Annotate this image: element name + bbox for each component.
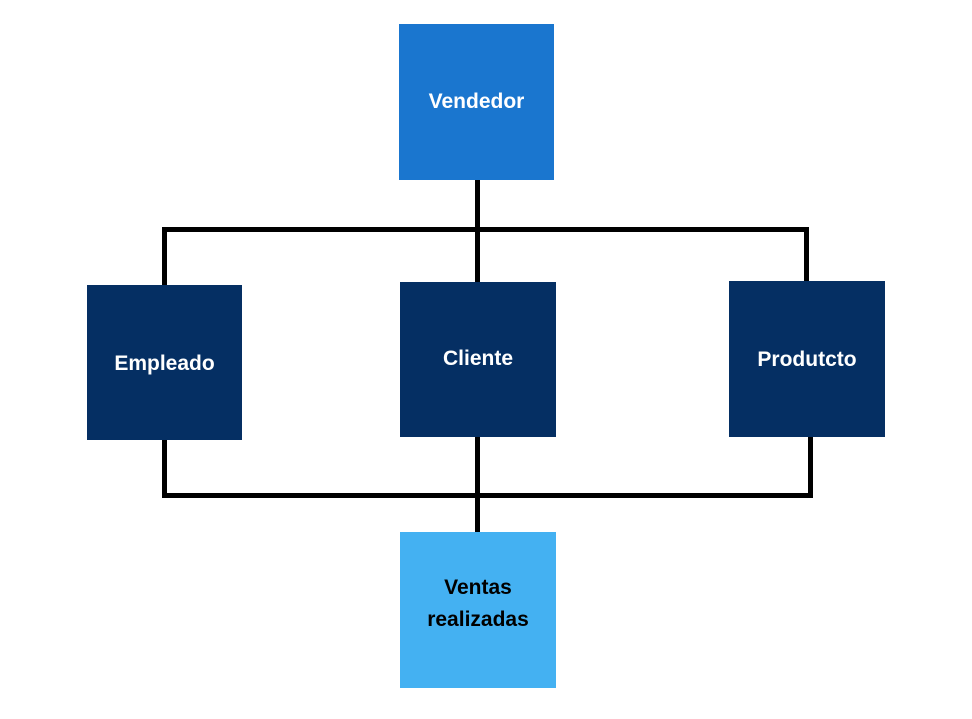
connector-bus-empleado <box>162 227 167 286</box>
node-ventas-realizadas: Ventas realizadas <box>400 532 556 688</box>
node-producto-label: Produtcto <box>757 348 857 371</box>
node-empleado: Empleado <box>87 285 242 440</box>
connector-producto-down <box>808 436 813 498</box>
node-vendedor-label: Vendedor <box>428 90 525 113</box>
connector-bus-cliente <box>475 227 480 284</box>
node-cliente: Cliente <box>400 282 556 437</box>
node-cliente-label: Cliente <box>442 346 513 370</box>
connector-cliente-down <box>475 436 480 534</box>
connector-bottom-bus <box>162 493 813 498</box>
node-ventas-label-line2: realizadas <box>427 608 529 631</box>
node-producto: Produtcto <box>729 281 885 437</box>
connector-vendedor-down <box>475 179 480 231</box>
connector-top-bus <box>162 227 809 232</box>
connector-empleado-down <box>162 439 167 498</box>
node-vendedor: Vendedor <box>399 24 554 180</box>
node-ventas-label-line1: Ventas <box>444 576 512 599</box>
connector-bus-producto <box>804 227 809 283</box>
node-empleado-label: Empleado <box>114 352 215 375</box>
